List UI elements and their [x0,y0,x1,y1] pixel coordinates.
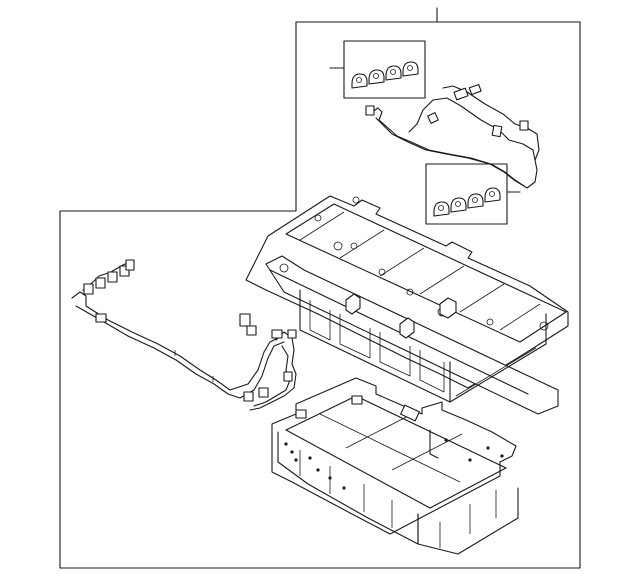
wiring-harness-left[interactable] [72,260,284,398]
assembly-boundary [60,8,580,568]
mounting-holes [284,438,504,490]
wiring-harness-upper[interactable] [366,84,539,188]
connector-set-lower[interactable] [426,164,520,224]
connector-clip-icon [434,188,500,216]
connector-set-upper[interactable] [330,41,425,98]
connector-clip-icon [352,62,418,88]
harness-connector-icon [84,260,256,335]
wiring-pigtail[interactable] [244,330,296,410]
battery-tray[interactable] [272,378,518,554]
battery-frame[interactable] [246,196,568,414]
